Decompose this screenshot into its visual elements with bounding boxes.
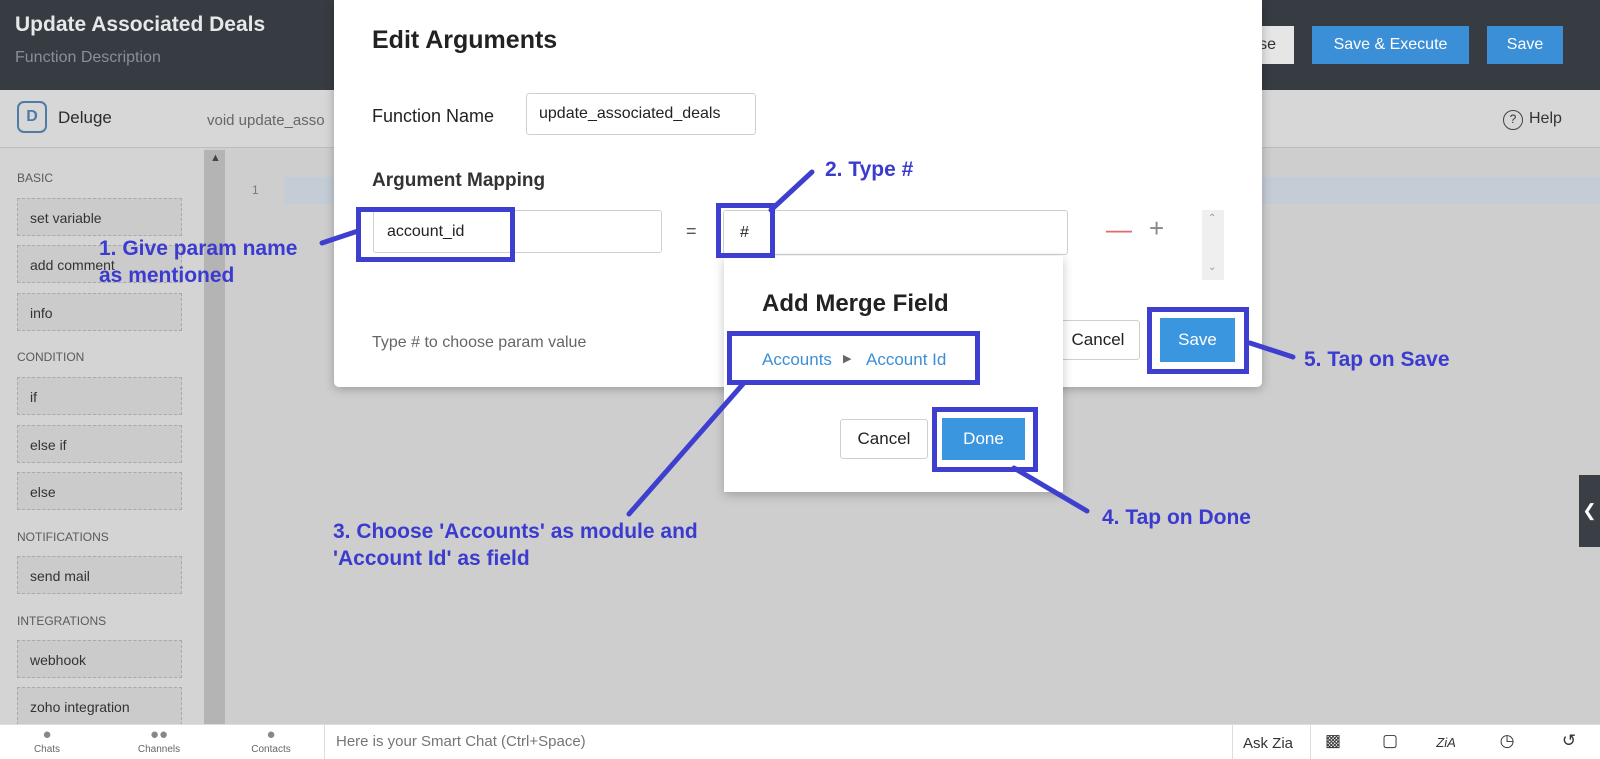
merge-field-link[interactable]: Account Id <box>866 350 947 369</box>
caret-right-icon: ▶ <box>843 353 852 365</box>
annotation-step3: 3. Choose 'Accounts' as module and 'Acco… <box>333 518 698 572</box>
snippet-if[interactable]: if <box>17 377 182 415</box>
annotation-step1-line2: as mentioned <box>99 264 235 287</box>
ask-zia-button[interactable]: Ask Zia <box>1243 735 1294 752</box>
param-name-input[interactable] <box>373 210 662 253</box>
annotation-step4: 4. Tap on Done <box>1102 506 1251 529</box>
language-label: Deluge <box>58 108 112 127</box>
history-icon[interactable]: ↺ <box>1561 731 1577 750</box>
section-integrations: INTEGRATIONS <box>17 614 107 628</box>
annotation-step2: 2. Type # <box>825 158 914 181</box>
function-title: Update Associated Deals <box>15 13 266 36</box>
snippet-info[interactable]: info <box>17 293 182 331</box>
function-signature: void update_asso <box>207 112 325 129</box>
equals-sign: = <box>686 221 697 241</box>
scroll-up-icon[interactable]: ⌃ <box>1208 213 1217 224</box>
smart-chat-input[interactable] <box>326 726 1206 757</box>
param-hint-text: Type # to choose param value <box>372 334 587 351</box>
dialog-cancel-button[interactable]: Cancel <box>1056 320 1140 360</box>
snippet-zoho-integration[interactable]: zoho integration <box>17 687 182 725</box>
snippet-set-variable[interactable]: set variable <box>17 198 182 236</box>
dialog-title: Edit Arguments <box>372 26 558 54</box>
dialog-save-button[interactable]: Save <box>1160 318 1235 362</box>
collapse-panel-button[interactable]: ❮ <box>1579 475 1600 547</box>
help-icon: ? <box>1503 110 1523 130</box>
channels-tab[interactable]: ●●Channels <box>114 724 204 755</box>
function-description[interactable]: Function Description <box>15 49 161 66</box>
deluge-logo-icon: D <box>17 101 47 133</box>
merge-cancel-button[interactable]: Cancel <box>840 419 928 459</box>
argument-mapping-label: Argument Mapping <box>372 170 546 191</box>
snippet-else[interactable]: else <box>17 472 182 510</box>
snippet-else-if[interactable]: else if <box>17 425 182 463</box>
chevron-left-icon: ❮ <box>1582 501 1597 520</box>
help-link[interactable]: ? Help <box>1503 110 1562 130</box>
merge-module-link[interactable]: Accounts <box>762 350 832 369</box>
gamepad-icon[interactable]: ▩ <box>1324 731 1342 750</box>
section-basic: BASIC <box>17 171 54 185</box>
contacts-label: Contacts <box>251 744 291 755</box>
annotation-step3-line2: 'Account Id' as field <box>333 547 530 570</box>
header-save-button[interactable]: Save <box>1487 26 1563 64</box>
bottom-divider <box>324 724 325 759</box>
contact-person-icon: ● <box>266 726 276 743</box>
zia-icon[interactable]: ZiA <box>1436 735 1456 750</box>
annotation-step3-line1: 3. Choose 'Accounts' as module and <box>333 520 698 543</box>
channels-icon: ●● <box>149 726 169 743</box>
chat-bubble-icon: ● <box>42 726 52 743</box>
add-argument-icon[interactable]: + <box>1149 213 1165 243</box>
snippet-add-comment[interactable]: add comment <box>17 245 182 283</box>
snippet-send-mail[interactable]: send mail <box>17 556 182 594</box>
section-notifications: NOTIFICATIONS <box>17 530 109 544</box>
help-label: Help <box>1529 110 1562 127</box>
contacts-tab[interactable]: ●Contacts <box>226 724 316 755</box>
param-value-input[interactable] <box>723 210 1068 255</box>
channels-label: Channels <box>137 744 181 755</box>
snippet-webhook[interactable]: webhook <box>17 640 182 678</box>
sidebar-scrollbar[interactable] <box>204 150 225 724</box>
merge-done-button[interactable]: Done <box>942 418 1025 460</box>
line-number: 1 <box>252 183 259 197</box>
bottom-divider <box>1232 724 1233 759</box>
annotation-step1: 1. Give param name as mentioned <box>99 235 297 289</box>
function-name-label: Function Name <box>372 106 495 126</box>
chats-tab[interactable]: ●Chats <box>2 724 92 755</box>
function-name-input[interactable] <box>526 93 756 135</box>
merge-field-title: Add Merge Field <box>762 290 949 317</box>
remove-argument-icon[interactable]: — <box>1106 214 1132 244</box>
section-condition: CONDITION <box>17 350 85 364</box>
scroll-down-icon[interactable]: ⌄ <box>1208 262 1217 273</box>
notes-icon[interactable]: ▢ <box>1381 731 1399 750</box>
arguments-scrollbar[interactable]: ⌃ ⌄ <box>1202 210 1224 280</box>
save-and-execute-button[interactable]: Save & Execute <box>1312 26 1469 64</box>
annotation-step5: 5. Tap on Save <box>1304 348 1450 371</box>
alarm-clock-icon[interactable]: ◷ <box>1499 731 1515 750</box>
annotation-step1-line1: 1. Give param name <box>99 237 298 260</box>
scroll-up-icon[interactable]: ▲ <box>210 152 221 164</box>
bottom-divider <box>1310 724 1311 759</box>
chats-label: Chats <box>33 744 61 755</box>
